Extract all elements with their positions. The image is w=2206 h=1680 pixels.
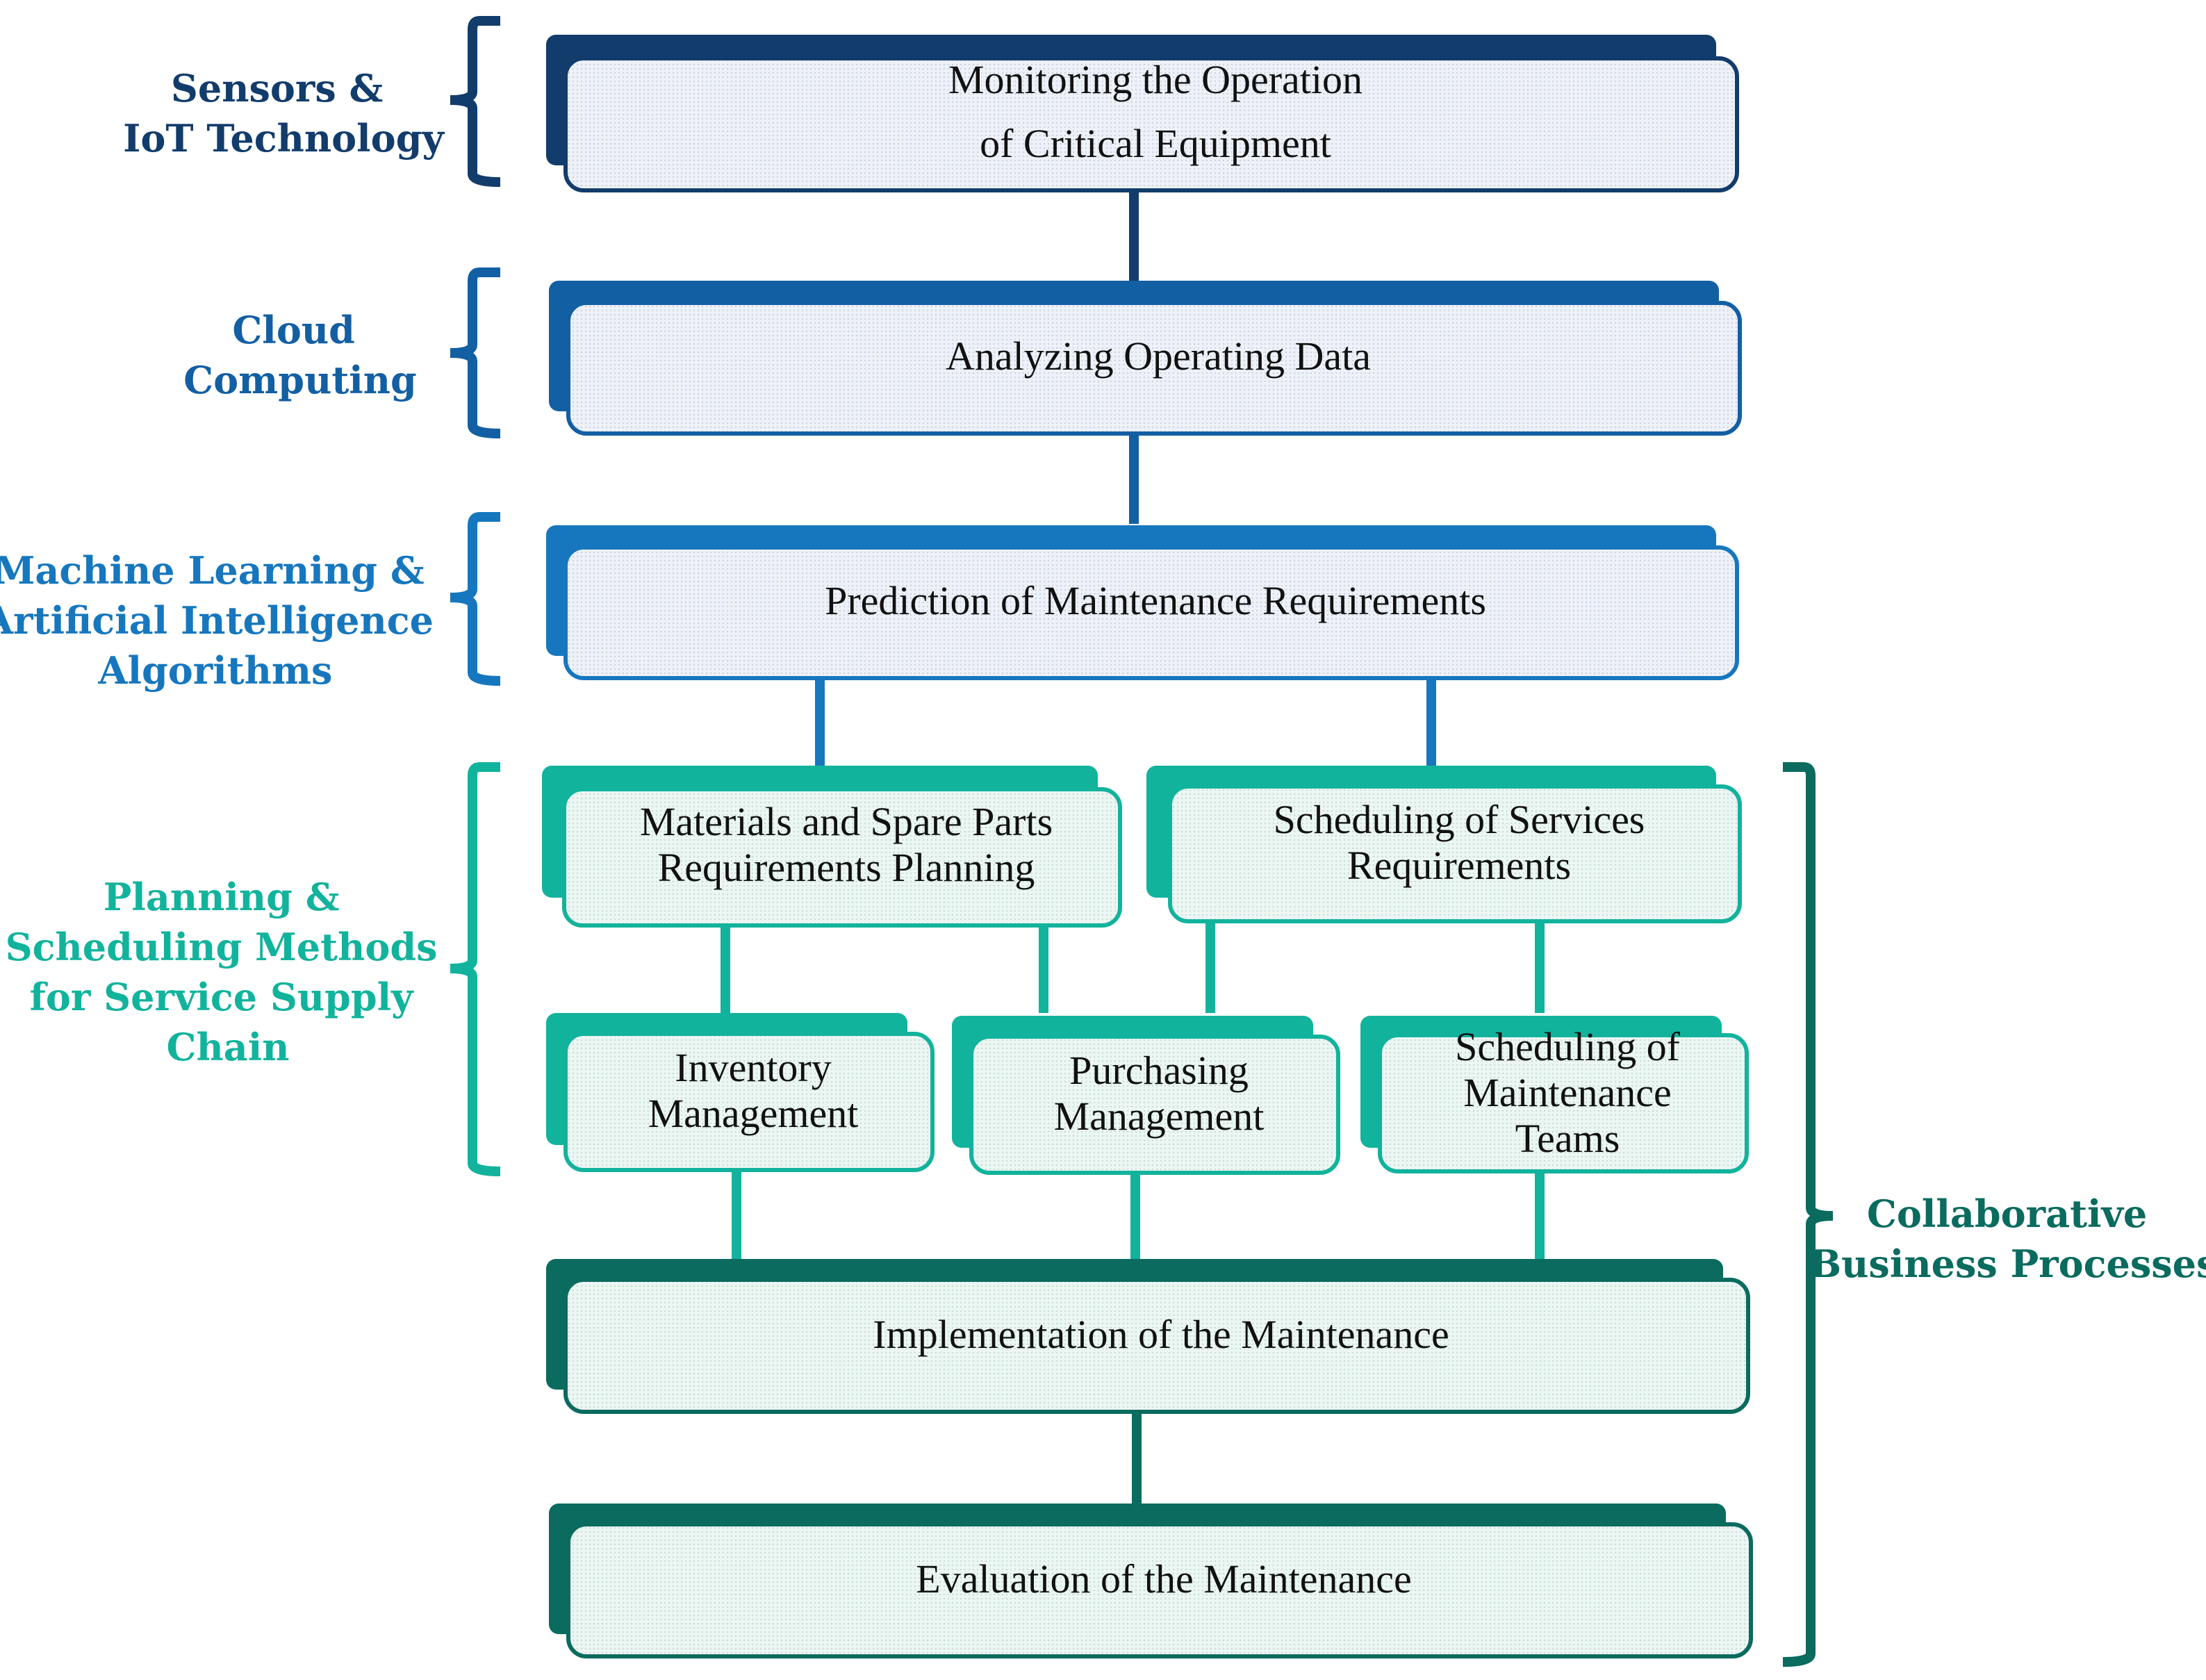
box-label-line: Scheduling of — [1455, 1024, 1680, 1069]
box-prediction: Prediction of Maintenance Requirements — [546, 525, 1739, 680]
box-label-line: Evaluation of the Maintenance — [916, 1556, 1411, 1601]
box-label-line: Requirements — [1347, 843, 1571, 888]
box-label: Analyzing Operating Data — [946, 333, 1371, 379]
connectors — [721, 189, 1545, 1504]
box-label-line: Implementation of the Maintenance — [873, 1312, 1449, 1357]
box-face — [566, 301, 1742, 436]
process-boxes: Monitoring the Operation of Critical Equi… — [542, 35, 1753, 1658]
label-sensors: Sensors & IoT Technology — [123, 66, 445, 160]
box-label: Prediction of Maintenance Requirements — [825, 578, 1486, 623]
box-face — [563, 1278, 1750, 1414]
box-label-line: Purchasing — [1069, 1048, 1249, 1093]
bracket-collab — [1782, 762, 1834, 1667]
box-label-line: Monitoring the Operation — [948, 57, 1363, 102]
box-face — [566, 1522, 1753, 1658]
box-label-line: Materials and Spare Parts — [640, 799, 1053, 844]
box-label: Evaluation of the Maintenance — [916, 1556, 1411, 1601]
box-label: Monitoring the Operation of Critical Equi… — [948, 57, 1363, 166]
box-evaluation: Evaluation of the Maintenance — [549, 1504, 1753, 1658]
box-implementation: Implementation of the Maintenance — [546, 1259, 1750, 1414]
box-face — [1378, 1033, 1749, 1173]
box-face — [563, 1032, 935, 1172]
box-label-line: of Critical Equipment — [980, 121, 1331, 166]
bracket-ml — [450, 512, 501, 686]
bracket-planning — [450, 762, 501, 1176]
box-label-line: Management — [1054, 1094, 1265, 1139]
side-labels: Sensors & IoT Technology Cloud Computing… — [0, 66, 2206, 1286]
box-label-line: Requirements Planning — [658, 845, 1035, 890]
box-label-line: Maintenance — [1463, 1070, 1672, 1115]
box-face — [562, 787, 1122, 928]
box-face — [563, 545, 1739, 680]
box-label-line: Management — [648, 1091, 859, 1136]
brackets — [450, 16, 1834, 1667]
box-face — [1168, 784, 1742, 923]
bracket-cloud — [450, 267, 501, 438]
box-analyzing: Analyzing Operating Data — [549, 281, 1742, 436]
bracket-sensors — [450, 16, 501, 187]
box-label-line: Teams — [1515, 1116, 1620, 1161]
box-label-line: Inventory — [675, 1045, 832, 1090]
box-label: Implementation of the Maintenance — [873, 1312, 1449, 1357]
box-face — [563, 56, 1739, 192]
box-label-line: Scheduling of Services — [1274, 797, 1645, 842]
label-collab: Collaborative Business Processes — [1810, 1192, 2206, 1286]
label-ml: Machine Learning & Artificial Intelligen… — [0, 548, 447, 693]
box-label-line: Prediction of Maintenance Requirements — [825, 578, 1486, 623]
box-face — [969, 1035, 1340, 1175]
label-cloud: Cloud Computing — [183, 308, 417, 402]
box-label-line: Analyzing Operating Data — [946, 333, 1371, 379]
box-monitoring: Monitoring the Operation of Critical Equi… — [546, 35, 1739, 192]
label-planning: Planning & Scheduling Methods for Servic… — [6, 875, 451, 1069]
